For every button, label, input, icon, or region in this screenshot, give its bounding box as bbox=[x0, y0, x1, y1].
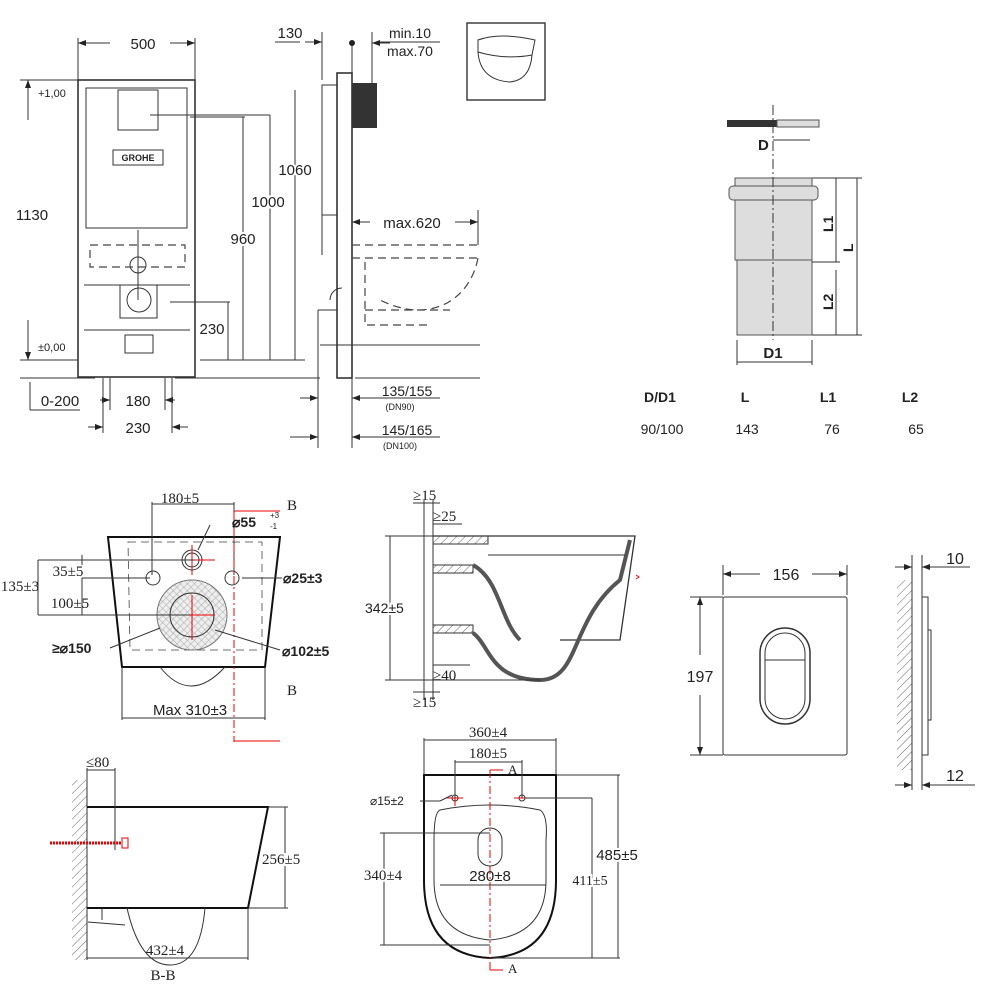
dim-12: 12 bbox=[946, 768, 964, 785]
dim-180-top: 180±5 bbox=[469, 746, 507, 762]
gap-25: ≥25 bbox=[433, 509, 456, 525]
label-dn90: (DN90) bbox=[385, 402, 414, 412]
dim-135: 135±3 bbox=[1, 579, 39, 595]
dim-432: 432±4 bbox=[146, 943, 185, 959]
dim-340: 340±4 bbox=[364, 868, 403, 884]
section-a-top: A bbox=[508, 762, 518, 777]
gap-40: ≥40 bbox=[433, 668, 456, 684]
label-l1: L1 bbox=[820, 215, 836, 232]
toilet-bb-section: ≤80 256±5 432±4 B-B bbox=[50, 755, 302, 984]
dim-max-70: max.70 bbox=[387, 43, 433, 59]
dim-hole-dia: ⌀15±2 bbox=[370, 794, 404, 808]
gap-top-15: ≥15 bbox=[413, 488, 436, 504]
dim-180: 180 bbox=[125, 393, 150, 410]
label-l2: L2 bbox=[820, 293, 836, 310]
dim-197: 197 bbox=[687, 669, 714, 686]
dim-1130: 1130 bbox=[16, 207, 48, 224]
outlet-tol-minus: -1 bbox=[270, 522, 278, 531]
dim-342: 342±5 bbox=[365, 600, 404, 616]
dim-500: 500 bbox=[130, 36, 155, 53]
label-dn100: (DN100) bbox=[383, 441, 417, 451]
section-b-bottom: B bbox=[287, 683, 297, 699]
dim-130: 130 bbox=[277, 25, 302, 42]
dim-outlet-dia: ⌀55 bbox=[232, 514, 256, 530]
flush-plate-front: 156 197 bbox=[687, 565, 848, 756]
dim-280: 280±8 bbox=[469, 868, 511, 885]
dim-1000: 1000 bbox=[251, 194, 284, 211]
label-l: L bbox=[840, 243, 856, 252]
dim-485: 485±5 bbox=[596, 847, 638, 864]
dim-145-165: 145/165 bbox=[382, 422, 433, 438]
toilet-rear-view: 180±5 B B ⌀55 +3 -1 35±5 135±3 100±5 ⌀25… bbox=[1, 491, 329, 742]
dim-max-310: Max 310±3 bbox=[153, 702, 227, 719]
dim-411: 411±5 bbox=[572, 874, 607, 889]
level-zero: ±0,00 bbox=[38, 342, 65, 354]
table-cell: 76 bbox=[824, 421, 840, 437]
section-b-top: B bbox=[287, 498, 297, 514]
toilet-section-view: 342±5 ≥15 ≥25 ≥40 ≥15 bbox=[363, 488, 640, 711]
dim-drain-dia: ⌀102±5 bbox=[282, 643, 329, 659]
caption-bb: B-B bbox=[150, 968, 175, 984]
dim-100: 100±5 bbox=[51, 596, 89, 612]
dim-0-200: 0-200 bbox=[41, 393, 79, 410]
dim-35: 35±5 bbox=[53, 564, 84, 580]
dim-10: 10 bbox=[946, 551, 964, 568]
dim-135-155: 135/155 bbox=[382, 383, 433, 399]
table-cell: 65 bbox=[908, 421, 924, 437]
grohe-logo: GROHE bbox=[121, 153, 154, 163]
dim-180-rear: 180±5 bbox=[161, 491, 199, 507]
wall-bolt-icon bbox=[50, 837, 129, 849]
pipe-spec-table: D/D1 L L1 L2 90/100 143 76 65 bbox=[641, 389, 924, 437]
section-a-bottom: A bbox=[508, 961, 518, 976]
table-cell: 90/100 bbox=[641, 421, 684, 437]
table-cell: 143 bbox=[735, 421, 759, 437]
dim-min-10: min.10 bbox=[389, 25, 431, 41]
table-header: L bbox=[741, 389, 750, 405]
dim-156: 156 bbox=[773, 567, 800, 584]
dim-max-620: max.620 bbox=[383, 215, 441, 232]
toilet-top-view: A A 360±4 180±5 ⌀15±2 340±4 280±8 485±5 … bbox=[362, 725, 640, 976]
dim-960: 960 bbox=[230, 231, 255, 248]
table-header: L1 bbox=[820, 389, 837, 405]
dim-min-dia-150: ≥⌀150 bbox=[52, 640, 92, 656]
level-top: +1,00 bbox=[38, 88, 66, 100]
label-d1: D1 bbox=[763, 345, 782, 362]
table-header: L2 bbox=[902, 389, 919, 405]
flush-plate-side: 10 12 bbox=[895, 551, 975, 790]
dim-360: 360±4 bbox=[469, 725, 508, 741]
dim-le-80: ≤80 bbox=[86, 755, 109, 771]
frame-front-view: 500 GROHE 1130 +1,00 ±0,00 1060 1000 960… bbox=[16, 36, 320, 437]
wall-toilet-thumbnail-icon bbox=[477, 35, 536, 83]
dim-bolt-dia: ⌀25±3 bbox=[283, 570, 323, 586]
table-header: D/D1 bbox=[644, 389, 676, 405]
dim-256: 256±5 bbox=[262, 852, 300, 868]
label-d: D bbox=[758, 137, 769, 154]
frame-side-view: max.620 130 min.10 max.70 135/155 (DN90)… bbox=[275, 22, 546, 451]
outlet-tol-plus: +3 bbox=[270, 511, 280, 520]
gap-bottom-15: ≥15 bbox=[413, 695, 436, 711]
pipe-connector-drawing: D D1 L1 L L2 D/D1 L L1 L2 90/100 143 76 … bbox=[641, 105, 924, 437]
dim-230-spacing: 230 bbox=[125, 420, 150, 437]
dim-1060: 1060 bbox=[278, 162, 311, 179]
dim-230-height: 230 bbox=[199, 321, 224, 338]
